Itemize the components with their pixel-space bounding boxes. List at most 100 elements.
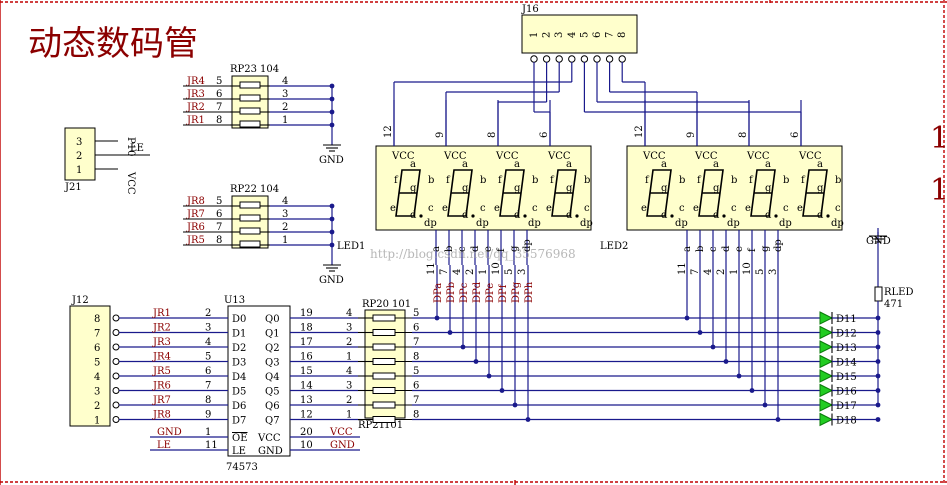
u13-q-name: Q6: [265, 401, 280, 412]
gnd-label: GND: [319, 155, 344, 166]
u13-d-name: D7: [232, 416, 246, 427]
junction-dot: [723, 359, 729, 364]
seg-dp-dot: [670, 214, 674, 218]
gnd-label: GND: [319, 275, 344, 286]
indicator-led: D13: [819, 340, 881, 354]
digit-vcc: VCC: [547, 151, 571, 162]
u13-oe-pin: 1: [205, 427, 211, 438]
side-digit-bottom: 1: [930, 173, 947, 208]
seg-pin-number: 1: [729, 269, 740, 275]
seg-pin-number: 10: [742, 262, 753, 275]
rp-pin-left: 5: [216, 196, 222, 207]
j12-ref: J12: [71, 295, 89, 306]
j21-label-le: LE: [130, 143, 144, 154]
seg-dp-label: dp: [580, 218, 593, 229]
dp-net-label: DPc: [459, 282, 470, 303]
seg-g-label: g: [713, 183, 720, 194]
j12-net-label: JR8: [152, 410, 171, 421]
j16-pin-hole: [555, 55, 563, 63]
rled-gnd-label: GND: [866, 236, 891, 247]
com-pin-label: 12: [383, 125, 394, 138]
dp-net-label: DPe: [485, 283, 496, 303]
j12-net-label: JR6: [152, 381, 171, 392]
rp-net-label: JR3: [186, 89, 205, 100]
seg-f-label: f: [645, 175, 650, 186]
com-pin-label: 9: [686, 132, 697, 138]
u13-d-pin-number: 7: [205, 381, 211, 392]
rp-resistor: [372, 416, 396, 423]
u13-body: [227, 305, 291, 457]
j12-pin-hole: [112, 358, 120, 365]
rled-value: 471: [884, 299, 903, 310]
seg-b-label: b: [428, 175, 434, 186]
u13-d-name: D0: [232, 314, 246, 325]
u13-q-name: Q4: [265, 372, 280, 383]
u13-q-name: Q5: [265, 387, 280, 398]
led-ref: D11: [836, 314, 857, 325]
seg-c-label: c: [783, 203, 789, 214]
seg-a-label: a: [462, 159, 468, 170]
seg-e-label: e: [745, 203, 751, 214]
rp-net-label: JR5: [186, 235, 205, 246]
seg-dp-label: dp: [831, 218, 844, 229]
seg-e-label: e: [442, 203, 448, 214]
seg-pin-number: 4: [452, 269, 463, 275]
u13-q-pin-number: 12: [300, 410, 313, 421]
u13-q-name: Q0: [265, 314, 280, 325]
dp-net-label: DPf: [498, 283, 509, 303]
seg-a-label: a: [410, 159, 416, 170]
led-ref: D15: [836, 372, 857, 383]
seg-b-label: b: [783, 175, 789, 186]
seg-b-label: b: [679, 175, 685, 186]
com-pin-label: 6: [539, 132, 550, 138]
seg-g-label: g: [661, 183, 668, 194]
u13-part-label: 74573: [226, 462, 258, 473]
u13-vcc-net: VCC: [329, 427, 353, 438]
seg-b-label: b: [532, 175, 538, 186]
rp-resistor: [239, 94, 261, 102]
junction-dot: [875, 417, 881, 422]
seven-seg-outline: [646, 169, 672, 217]
j16-pin-label: 7: [605, 32, 616, 38]
seven-seg-outline: [447, 169, 473, 217]
u13-le-pin: 11: [205, 440, 218, 451]
junction-dot: [875, 402, 881, 408]
seg-e-label: e: [641, 203, 647, 214]
seg-pin-name: a: [682, 246, 693, 252]
u13-q-pin-number: 16: [300, 352, 313, 363]
digit-vcc: VCC: [642, 151, 666, 162]
rp-pin-right: 4: [282, 196, 288, 207]
u13-q-pin-number: 13: [300, 395, 313, 406]
u13-gnd-net: GND: [330, 440, 355, 451]
rp-left-pin: 4: [346, 366, 352, 377]
seg-b-label: b: [584, 175, 590, 186]
rled-resistor: [874, 286, 883, 302]
seg-pin-name: d: [721, 245, 732, 252]
seven-seg-outline: [750, 169, 776, 217]
u13-d-name: D4: [232, 372, 246, 383]
seg-pin-number: 2: [465, 269, 476, 275]
j21-ref: J21: [64, 182, 82, 193]
j12-pin-hole: [112, 416, 120, 423]
rp21-ref: RP21: [358, 420, 385, 431]
rp-value: 104: [260, 64, 279, 75]
j16-pin-label: 4: [567, 32, 578, 38]
dp-net-label: DPd: [472, 281, 483, 303]
seg-g-label: g: [817, 183, 824, 194]
dp-net-label: DPa: [433, 283, 444, 303]
rp-ref: RP23: [230, 64, 257, 75]
seg-dp-dot: [575, 214, 579, 218]
u13-gnd-pin: 10: [300, 440, 313, 451]
rp-resistor: [372, 387, 396, 394]
seg-pin-name: f: [496, 247, 507, 252]
seg-a-label: a: [765, 159, 771, 170]
seg-pin-number: 3: [768, 269, 779, 275]
